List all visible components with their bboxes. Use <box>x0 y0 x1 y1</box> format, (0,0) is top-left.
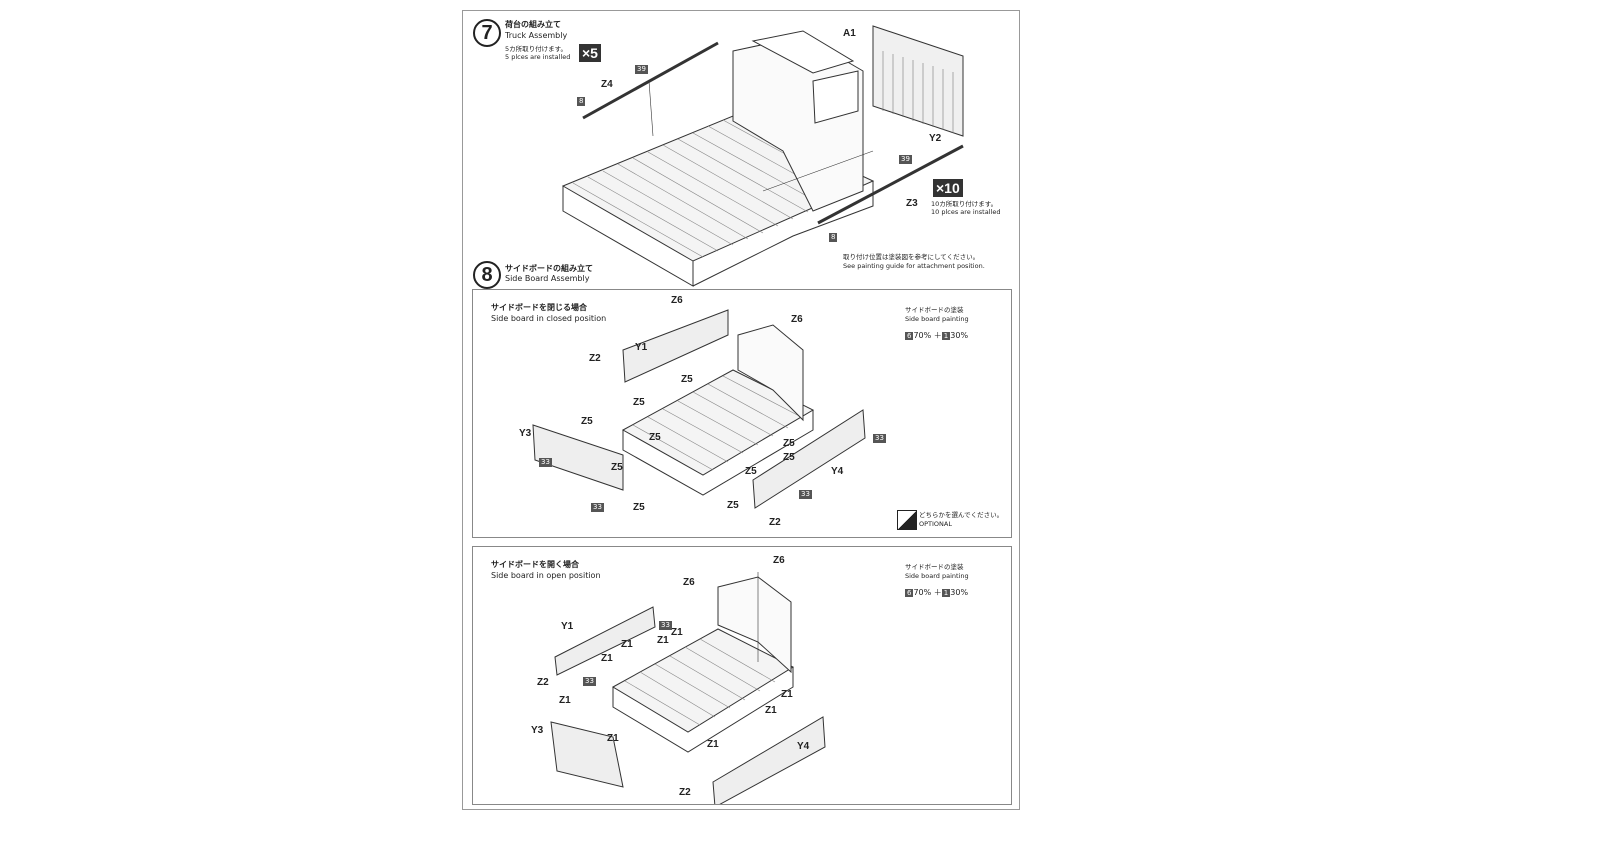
part-label: Z5 <box>783 452 795 463</box>
closed-diagram <box>532 309 866 509</box>
paint-title-en: Side board painting <box>905 315 969 323</box>
closed-position-panel: サイドボードを閉じる場合 Side board in closed positi… <box>472 289 1012 538</box>
part-label: Z1 <box>601 653 613 664</box>
note-10-jp: 10カ所取り付けます。 <box>931 200 998 208</box>
open-title-en: Side board in open position <box>491 571 601 580</box>
part-label: Y1 <box>635 342 648 353</box>
color-tag: 39 <box>635 65 648 74</box>
part-label: Z2 <box>589 353 601 364</box>
optional-icon <box>897 510 917 530</box>
open-title-jp: サイドボードを開く場合 <box>491 560 579 569</box>
part-label: Z5 <box>633 502 645 513</box>
color-tag: 1 <box>941 589 951 597</box>
part-label: Z1 <box>707 739 719 750</box>
closed-title-jp: サイドボードを閉じる場合 <box>491 303 587 312</box>
step-8-title-jp: サイドボードの組み立て <box>505 264 593 273</box>
part-label: Z5 <box>581 416 593 427</box>
guide-en: See painting guide for attachment positi… <box>843 262 985 270</box>
color-tag: 39 <box>899 155 912 164</box>
part-label: Z5 <box>633 397 645 408</box>
color-tag: 1 <box>941 332 951 340</box>
part-label: Z5 <box>783 438 795 449</box>
part-label: Z5 <box>681 374 693 385</box>
part-label: Z6 <box>683 577 695 588</box>
multiplier-10: ×10 <box>933 179 963 197</box>
closed-title-en: Side board in closed position <box>491 314 607 323</box>
step-7-number: 7 <box>473 19 501 47</box>
part-label: Y1 <box>561 621 574 632</box>
part-label: Z1 <box>781 689 793 700</box>
color-tag: 6 <box>905 332 914 340</box>
part-label: Y3 <box>519 428 532 439</box>
paint-ratio: 70% ＋ <box>913 331 942 340</box>
part-label: Z5 <box>745 466 757 477</box>
part-label: Z6 <box>791 314 803 325</box>
step-8-title-en: Side Board Assembly <box>505 274 590 283</box>
color-tag: 6 <box>905 589 914 597</box>
guide-jp: 取り付け位置は塗装図を参考にしてください。 <box>843 253 980 261</box>
part-label: Z1 <box>657 635 669 646</box>
part-label: Z5 <box>649 432 661 443</box>
step-7-title-en: Truck Assembly <box>505 31 568 40</box>
part-label: Y4 <box>831 466 844 477</box>
part-label: Z1 <box>765 705 777 716</box>
part-label: Y2 <box>929 133 942 144</box>
part-label: Z3 <box>906 198 918 209</box>
part-label: Y3 <box>531 725 544 736</box>
step-7-title-jp: 荷台の組み立て <box>505 20 561 29</box>
part-label: A1 <box>843 28 856 39</box>
part-label: Z1 <box>621 639 633 650</box>
color-tag: 8 <box>577 97 586 106</box>
part-label: Z6 <box>671 295 683 306</box>
part-label: Z5 <box>727 500 739 511</box>
multiplier-5: ×5 <box>579 44 601 62</box>
color-tag: 33 <box>799 490 812 499</box>
paint-ratio: 30% <box>950 331 969 340</box>
paint-ratio: 30% <box>950 588 969 597</box>
open-diagram <box>550 572 826 804</box>
part-label: Z6 <box>773 555 785 566</box>
note-5-jp: 5カ所取り付けます。 <box>505 45 567 53</box>
paint-ratio: 70% ＋ <box>913 588 942 597</box>
part-label: Z2 <box>769 517 781 528</box>
part-label: Y4 <box>797 741 810 752</box>
paint-title-en: Side board painting <box>905 572 969 580</box>
color-tag: 33 <box>539 458 552 467</box>
part-label: Z2 <box>537 677 549 688</box>
color-tag: 33 <box>591 503 604 512</box>
optional-jp: どちらかを選んでください。 <box>919 511 1004 519</box>
part-label: Z2 <box>679 787 691 798</box>
part-label: Z5 <box>611 462 623 473</box>
note-10-en: 10 plces are installed <box>931 208 1001 216</box>
part-label: Z4 <box>601 79 613 90</box>
paint-title-jp: サイドボードの塗装 <box>905 563 964 571</box>
paint-title-jp: サイドボードの塗装 <box>905 306 964 314</box>
instruction-page: 7 荷台の組み立て Truck Assembly 5カ所取り付けます。 5 pl… <box>462 10 1020 810</box>
color-tag: 33 <box>873 434 886 443</box>
part-label: Z1 <box>559 695 571 706</box>
color-tag: 33 <box>659 621 672 630</box>
color-tag: 8 <box>829 233 838 242</box>
step-7-diagram <box>561 25 964 287</box>
note-5-en: 5 plces are installed <box>505 53 571 61</box>
step-8-number: 8 <box>473 261 501 289</box>
color-tag: 33 <box>583 677 596 686</box>
part-label: Z1 <box>671 627 683 638</box>
part-label: Z1 <box>607 733 619 744</box>
open-position-panel: サイドボードを開く場合 Side board in open position … <box>472 546 1012 805</box>
optional-en: OPTIONAL <box>919 520 952 528</box>
